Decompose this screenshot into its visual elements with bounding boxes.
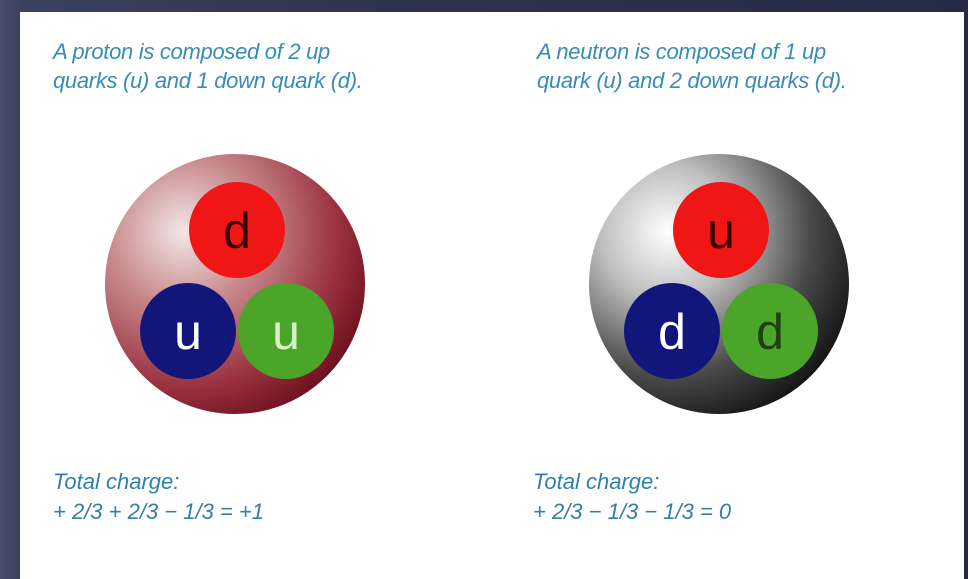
proton-charge: Total charge: + 2/3 + 2/3 − 1/3 = +1 [53, 467, 473, 527]
neutron-quark-top: u [673, 182, 769, 278]
proton-quark-top-label: d [223, 203, 251, 259]
neutron-quark-right-label: d [756, 304, 784, 360]
neutron-charge-label: Total charge: [533, 469, 660, 494]
neutron-charge: Total charge: + 2/3 − 1/3 − 1/3 = 0 [533, 467, 953, 527]
proton-quark-top: d [189, 182, 285, 278]
proton-quark-right: u [238, 283, 334, 379]
neutron-quark-left-label: d [658, 304, 686, 360]
proton-quark-right-label: u [272, 304, 300, 360]
neutron-quark-left: d [624, 283, 720, 379]
proton-sphere: d u u [105, 154, 365, 414]
proton-caption: A proton is composed of 2 up quarks (u) … [53, 39, 363, 93]
diagram-panel: A proton is composed of 2 up quarks (u) … [20, 12, 964, 579]
neutron-quark-top-label: u [707, 203, 735, 259]
neutron-sphere: u d d [589, 154, 849, 414]
neutron-charge-equation: + 2/3 − 1/3 − 1/3 = 0 [533, 499, 732, 524]
proton-charge-label: Total charge: [53, 469, 180, 494]
neutron-caption: A neutron is composed of 1 up quark (u) … [537, 39, 847, 93]
proton-quark-left: u [140, 283, 236, 379]
neutron-quark-right: d [722, 283, 818, 379]
proton-quark-left-label: u [174, 304, 202, 360]
proton-charge-equation: + 2/3 + 2/3 − 1/3 = +1 [53, 499, 265, 524]
